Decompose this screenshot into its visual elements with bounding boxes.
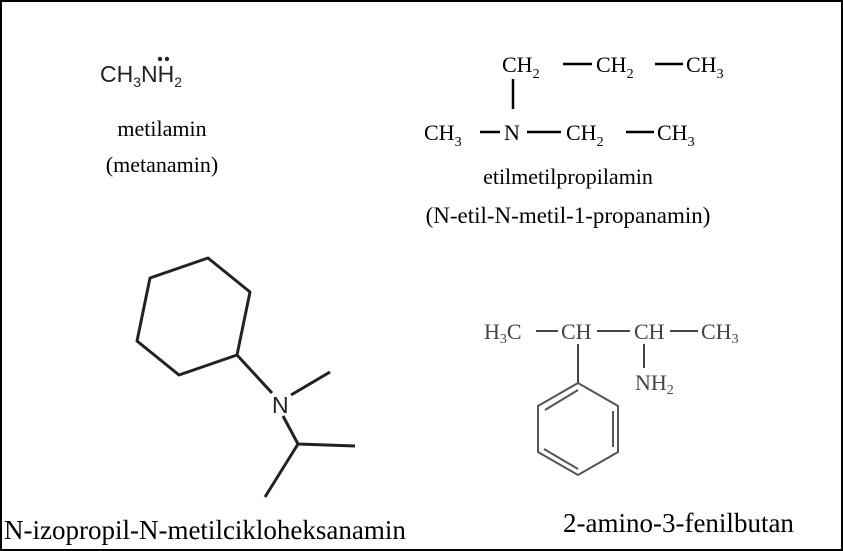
metilamin-formula: CH3NH2 bbox=[100, 61, 182, 90]
molecule-etilmetilpropilamin: CH2 CH2 CH3 CH3 N CH2 CH3 etilmetilpropi… bbox=[424, 52, 724, 228]
atom-ch3: CH3 bbox=[657, 120, 695, 150]
etilmetilpropilamin-alt-name: (N-etil-N-metil-1-propanamin) bbox=[426, 203, 711, 228]
metilamin-name: metilamin bbox=[117, 116, 206, 141]
molecule-cikloheksanamin: N N-izopropil-N-metilcikloheksanamin bbox=[4, 256, 406, 545]
atom-ch2: CH2 bbox=[596, 52, 634, 82]
lone-pair-dot bbox=[157, 56, 163, 62]
atom-ch3: CH3 bbox=[686, 52, 724, 82]
lone-pair-dot bbox=[164, 56, 170, 62]
fenilbutan-name: 2-amino-3-fenilbutan bbox=[563, 508, 794, 538]
bond-isopropyl bbox=[297, 442, 356, 448]
metilamin-alt-name: (metanamin) bbox=[106, 152, 218, 177]
etilmetilpropilamin-name: etilmetilpropilamin bbox=[483, 164, 653, 189]
atom-h3c: H3C bbox=[484, 319, 522, 347]
bond bbox=[235, 353, 274, 395]
cikloheksanamin-name: N-izopropil-N-metilcikloheksanamin bbox=[4, 515, 406, 545]
molecule-fenilbutan: H3C CH CH CH3 NH2 2-amino-3-fenilbutan bbox=[484, 319, 794, 538]
atom-ch: CH bbox=[561, 319, 592, 344]
atom-ch2: CH2 bbox=[566, 120, 604, 150]
atom-ch: CH bbox=[634, 319, 665, 344]
molecule-metilamin: CH3NH2 metilamin (metanamin) bbox=[100, 56, 218, 177]
benzene-ring bbox=[537, 381, 619, 477]
aromatic-double-bond bbox=[543, 448, 579, 470]
atom-n: N bbox=[272, 392, 289, 418]
atom-ch3: CH3 bbox=[424, 120, 462, 150]
bond-isopropyl bbox=[263, 443, 300, 498]
atom-ch2: CH2 bbox=[502, 52, 540, 82]
atom-nh2: NH2 bbox=[635, 370, 674, 398]
cyclohexane-ring bbox=[135, 256, 252, 377]
bond bbox=[281, 415, 300, 445]
aromatic-double-bond bbox=[544, 389, 579, 411]
bond-methyl bbox=[290, 370, 331, 397]
atom-ch3: CH3 bbox=[701, 319, 739, 347]
atom-n: N bbox=[504, 120, 520, 145]
